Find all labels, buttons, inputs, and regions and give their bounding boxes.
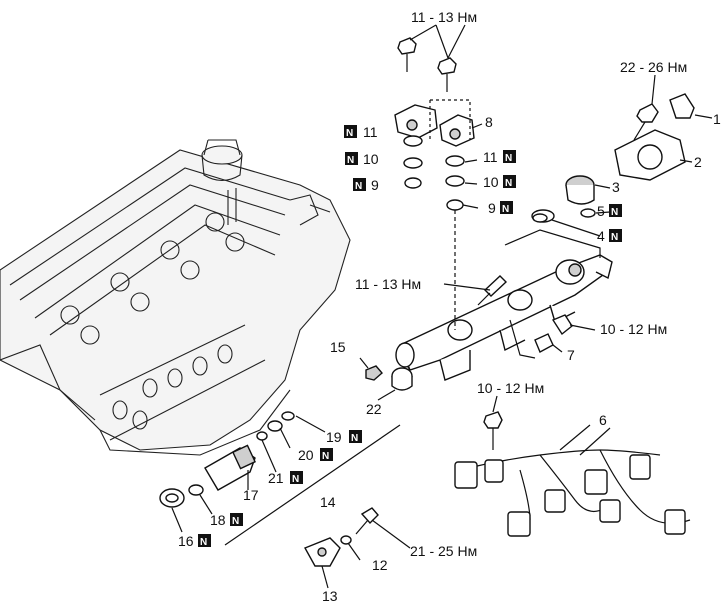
torque-label-rail-bolt: 11 - 13 Нм <box>355 276 421 292</box>
part-label-15: 15 <box>330 339 346 355</box>
part-5-oring <box>580 208 596 218</box>
part-label-9-right: 9 <box>488 200 496 216</box>
part-label-20: 20 <box>298 447 314 463</box>
part-label-12: 12 <box>372 557 388 573</box>
part-1-connector <box>669 93 695 119</box>
svg-text:N: N <box>505 153 512 164</box>
new-part-marker-4: N <box>609 229 622 243</box>
svg-text:N: N <box>505 178 512 189</box>
svg-text:N: N <box>347 155 354 166</box>
new-part-marker-10-left: N <box>345 152 358 166</box>
svg-text:N: N <box>322 451 329 462</box>
new-part-marker-19: N <box>349 430 362 444</box>
part-label-2: 2 <box>694 154 702 170</box>
part-label-9-left: 9 <box>371 177 379 193</box>
part-15-nut <box>365 365 383 381</box>
part-label-1: 1 <box>713 111 721 127</box>
new-part-marker-9-right: N <box>500 201 513 215</box>
part-2-bracket <box>614 129 686 181</box>
part-label-17: 17 <box>243 487 259 503</box>
part-label-10-right: 10 <box>483 174 499 190</box>
new-part-marker-16: N <box>198 534 211 548</box>
part-label-7: 7 <box>567 347 575 363</box>
part-3-sensor <box>565 175 595 205</box>
new-part-marker-20: N <box>320 448 333 462</box>
part-22-cap <box>391 367 413 391</box>
part-label-19: 19 <box>326 429 342 445</box>
part-4-orings <box>531 209 555 223</box>
engine-block-illustration <box>0 139 351 456</box>
svg-text:N: N <box>355 181 362 192</box>
torque-label-sensor-bolt: 10 - 12 Нм <box>600 321 667 337</box>
new-part-marker-9-left: N <box>353 178 366 192</box>
part-6-wiring-harness <box>454 449 691 537</box>
torque-label-bracket-bolt: 22 - 26 Нм <box>620 59 687 75</box>
svg-text:N: N <box>611 232 618 243</box>
part-label-22: 22 <box>366 401 382 417</box>
new-part-marker-10-right: N <box>503 175 516 189</box>
new-part-marker-5: N <box>609 204 622 218</box>
injector-group-14 <box>159 411 401 546</box>
washers-left <box>403 135 423 189</box>
torque-label-harness-bolt: 10 - 12 Нм <box>477 380 544 396</box>
torque-label-holder-bolt: 21 - 25 Нм <box>410 543 477 559</box>
rail-bolt <box>477 275 508 306</box>
fuel-rail <box>395 254 613 381</box>
svg-text:N: N <box>351 433 358 444</box>
svg-text:N: N <box>292 474 299 485</box>
leader-lines <box>171 24 713 589</box>
svg-text:N: N <box>346 128 353 139</box>
torque-label-top-bolts: 11 - 13 Нм <box>411 9 477 25</box>
new-part-marker-11-left: N <box>344 125 357 139</box>
part-label-14: 14 <box>320 494 336 510</box>
part-label-13: 13 <box>322 588 338 604</box>
part-label-5: 5 <box>597 203 605 219</box>
part-label-8: 8 <box>485 114 493 130</box>
svg-text:N: N <box>232 516 239 527</box>
washers-right <box>445 155 465 211</box>
new-part-marker-21: N <box>290 471 303 485</box>
part-label-11-left: 11 <box>363 124 378 140</box>
part-label-11-right: 11 <box>483 149 498 165</box>
part-label-16: 16 <box>178 533 194 549</box>
part-label-3: 3 <box>612 179 620 195</box>
injector-holder-13 <box>304 507 379 567</box>
svg-text:N: N <box>502 204 509 215</box>
part-label-10-left: 10 <box>363 151 379 167</box>
new-part-marker-18: N <box>230 513 243 527</box>
part-label-6: 6 <box>599 412 607 428</box>
part-label-18: 18 <box>210 512 226 528</box>
new-part-marker-11-right: N <box>503 150 516 164</box>
svg-text:N: N <box>611 207 618 218</box>
part-label-21: 21 <box>268 470 284 486</box>
regulator-assembly <box>394 37 475 147</box>
harness-bolt <box>483 411 503 450</box>
svg-text:N: N <box>200 537 207 548</box>
part-label-4: 4 <box>597 228 605 244</box>
